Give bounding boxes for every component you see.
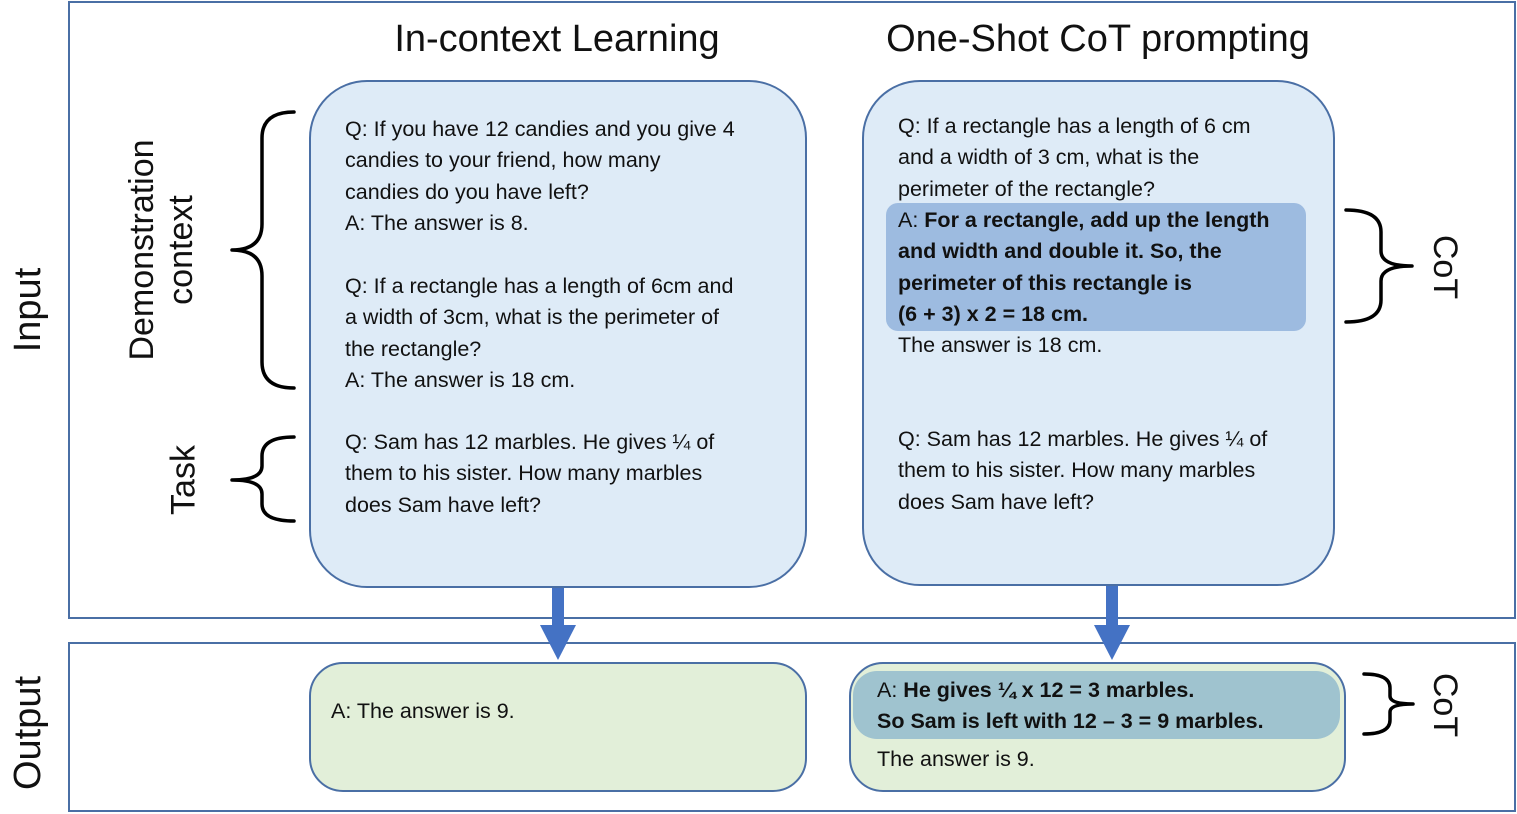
heading-one-shot-cot: One-Shot CoT prompting [886, 18, 1310, 60]
in-context-learning-card [309, 80, 807, 588]
output-left-card [309, 662, 807, 792]
right-demo-final-answer: The answer is 18 cm. [898, 333, 1103, 358]
left-task-question: Q: Sam has 12 marbles. He gives ¼ of the… [345, 430, 715, 517]
arrow-left-head [540, 625, 576, 660]
left-demo-example-2: Q: If a rectangle has a length of 6cm an… [345, 274, 734, 392]
one-shot-cot-card [862, 80, 1335, 586]
cot-highlight-input [886, 203, 1306, 331]
arrow-right-shaft [1106, 586, 1118, 626]
demonstration-brace [230, 110, 296, 390]
left-demo-example-1: Q: If you have 12 candies and you give 4… [345, 117, 735, 235]
cot-output-brace [1362, 672, 1415, 736]
arrow-left-shaft [552, 588, 564, 626]
right-task-question: Q: Sam has 12 marbles. He gives ¼ of the… [898, 427, 1268, 514]
input-frame [68, 1, 1516, 619]
output-left-answer: A: The answer is 9. [331, 699, 515, 723]
task-brace [230, 435, 296, 523]
cot-highlight-output [853, 671, 1340, 739]
heading-in-context-learning: In-context Learning [394, 18, 720, 60]
output-right-answer: A: He gives ¼ x 12 = 3 marbles. So Sam i… [877, 675, 1264, 775]
right-demo-question: Q: If a rectangle has a length of 6 cm a… [898, 114, 1251, 201]
cot-input-brace [1344, 208, 1414, 324]
right-demo-cot-answer: A: For a rectangle, add up the length an… [898, 205, 1270, 361]
output-right-final-answer: The answer is 9. [877, 746, 1035, 771]
output-frame [68, 642, 1516, 812]
arrow-right-head [1094, 625, 1130, 660]
